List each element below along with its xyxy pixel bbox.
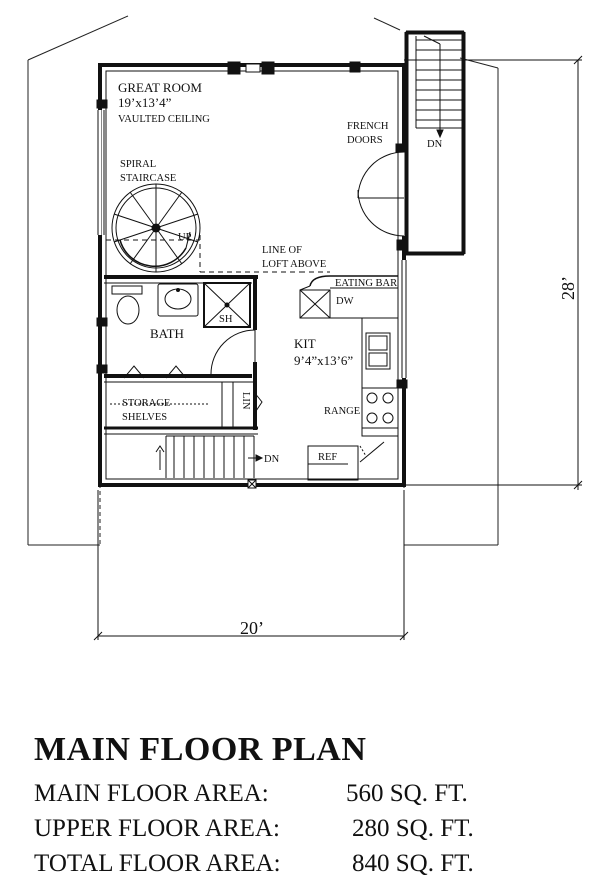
range-label: RANGE <box>324 406 360 417</box>
eating-bar-label: EATING BAR <box>335 278 397 289</box>
roof-outline <box>27 15 499 546</box>
loft-line <box>106 235 330 273</box>
floor-plan-drawing: GREAT ROOM 19’x13’4” VAULTED CEILING SPI… <box>27 15 583 641</box>
kitchen-size: 9’4”x13’6” <box>294 353 353 368</box>
width-dimension-label: 20’ <box>240 618 264 638</box>
bath-label: BATH <box>150 326 184 341</box>
spiral-up-label: UP <box>178 232 192 243</box>
upper-floor-area-row: UPPER FLOOR AREA: 280 SQ. FT. <box>34 811 594 846</box>
lower-staircase <box>155 435 264 478</box>
dimension-depth <box>404 55 583 490</box>
room-labels: GREAT ROOM 19’x13’4” VAULTED CEILING SPI… <box>118 80 578 638</box>
deck-dn-label: DN <box>427 139 443 150</box>
kitchen-name: KIT <box>294 336 316 351</box>
spiral-label-2: STAIRCASE <box>120 173 176 184</box>
great-room-name: GREAT ROOM <box>118 80 202 95</box>
linen-label: LIN <box>240 392 251 410</box>
dimension-width <box>93 490 409 641</box>
main-floor-area-label: MAIN FLOOR AREA: <box>34 780 269 807</box>
entry-mark <box>247 479 257 489</box>
storage-label-2: SHELVES <box>122 412 167 423</box>
storage-doors <box>110 365 210 405</box>
deck-stairs <box>404 30 466 256</box>
shower <box>203 282 251 328</box>
shower-label: SH <box>219 314 233 325</box>
great-room-note: VAULTED CEILING <box>118 114 210 125</box>
upper-floor-area-value: 280 SQ. FT. <box>352 815 474 842</box>
spiral-staircase <box>111 183 201 273</box>
main-floor-area-value: 560 SQ. FT. <box>346 780 468 807</box>
french-doors-label-1: FRENCH <box>347 121 389 132</box>
loft-label-1: LINE OF <box>262 245 302 256</box>
spiral-label-1: SPIRAL <box>120 159 156 170</box>
bath-fixtures <box>111 283 199 325</box>
bath-door-swing <box>210 329 256 375</box>
upper-floor-area-label: UPPER FLOOR AREA: <box>34 815 280 842</box>
depth-dimension-label: 28’ <box>558 276 578 300</box>
french-door-swing <box>357 151 405 237</box>
linen-door <box>253 391 263 415</box>
storage-label-1: STORAGE <box>122 398 170 409</box>
total-floor-area-value: 840 SQ. FT. <box>352 850 474 877</box>
interior-walls <box>104 275 258 435</box>
stair-dn-label: DN <box>264 454 280 465</box>
total-floor-area-row: TOTAL FLOOR AREA: 840 SQ. FT. <box>34 846 594 881</box>
great-room-size: 19’x13’4” <box>118 95 172 110</box>
plan-caption: MAIN FLOOR PLAN MAIN FLOOR AREA: 560 SQ. … <box>34 730 594 881</box>
kitchen-counters <box>299 275 399 481</box>
main-floor-area-row: MAIN FLOOR AREA: 560 SQ. FT. <box>34 776 594 811</box>
deck-stair-treads <box>415 36 463 129</box>
dw-label: DW <box>336 296 354 307</box>
french-doors-label-2: DOORS <box>347 135 383 146</box>
total-floor-area-label: TOTAL FLOOR AREA: <box>34 850 281 877</box>
plan-title: MAIN FLOOR PLAN <box>34 731 367 768</box>
loft-label-2: LOFT ABOVE <box>262 259 326 270</box>
ref-label: REF <box>318 452 337 463</box>
spiral-treads <box>113 184 199 272</box>
